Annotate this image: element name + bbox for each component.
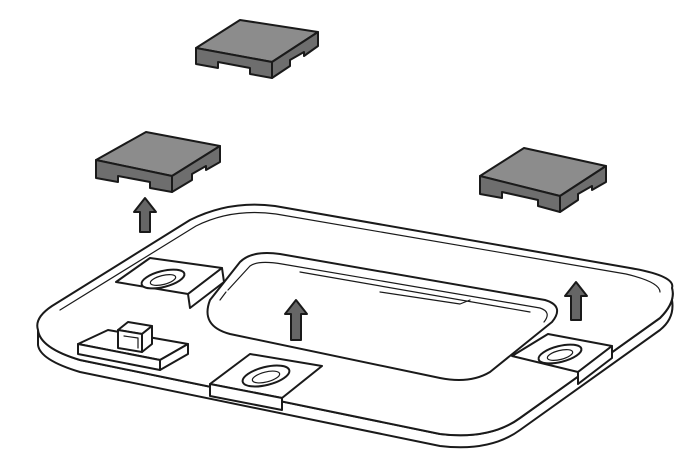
cover-left <box>95 131 221 193</box>
slot-left <box>115 257 225 309</box>
base-frame <box>36 203 674 449</box>
cover-top <box>195 19 319 79</box>
arrow-right <box>564 281 588 321</box>
slot-right <box>511 333 613 385</box>
arrow-left <box>133 197 157 233</box>
slot-front <box>209 353 323 411</box>
arrow-center <box>284 299 308 341</box>
port-connector <box>77 321 189 371</box>
cover-right <box>479 147 607 213</box>
